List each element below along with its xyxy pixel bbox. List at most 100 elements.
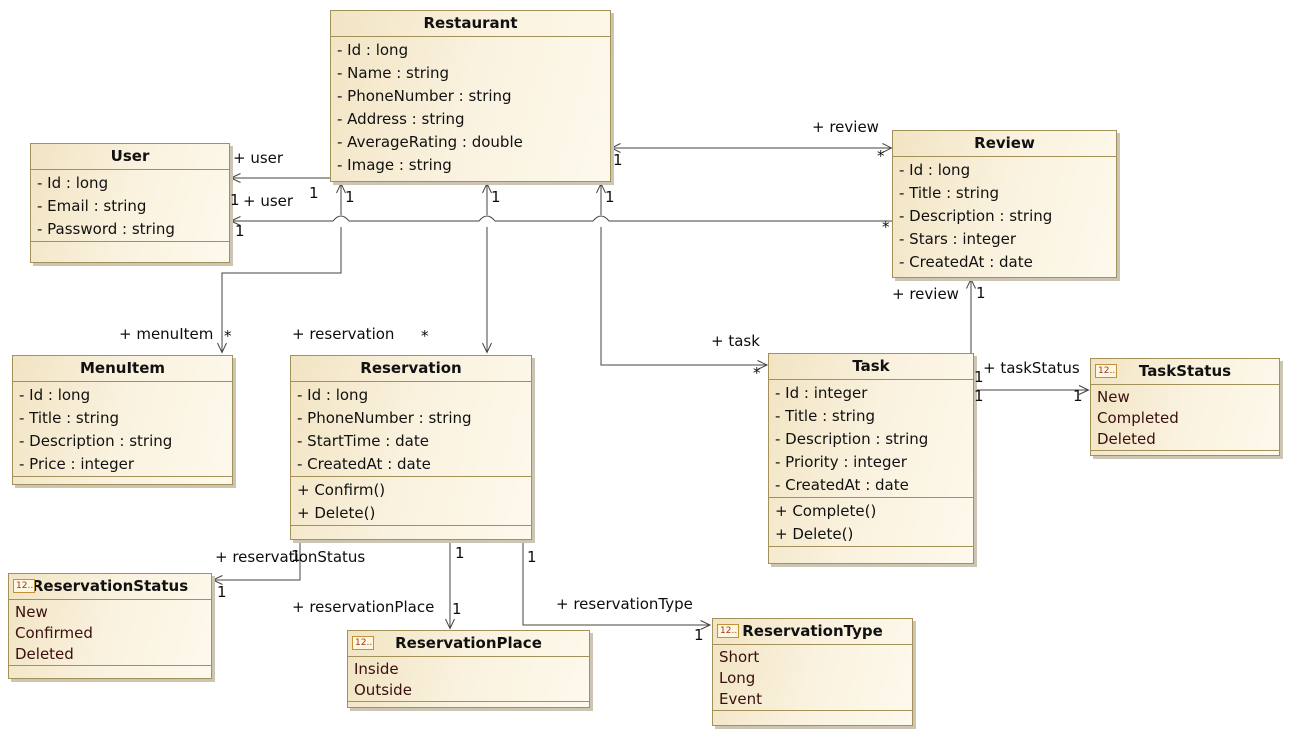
methods-compartment: + Confirm() + Delete() (291, 476, 531, 525)
attribute: - Id : long (337, 41, 409, 59)
multiplicity: 1 (1073, 387, 1083, 405)
enum-values-compartment: New Completed Deleted (1091, 384, 1279, 450)
association-reservation-reservationstatus[interactable] (211, 540, 301, 585)
class-reservation[interactable]: Reservation - Id : long - PhoneNumber : … (290, 355, 532, 540)
multiplicity: * (877, 147, 885, 165)
extra-compartment-empty (1091, 450, 1279, 455)
enum-name: TaskStatus (1138, 362, 1232, 380)
attribute: - Price : integer (19, 455, 135, 473)
association-restaurant-task[interactable] (596, 182, 769, 370)
attribute: - Id : integer (775, 384, 868, 402)
class-menuitem[interactable]: MenuItem - Id : long - Title : string - … (12, 355, 233, 485)
attribute: - Stars : integer (899, 230, 1017, 248)
association-restaurant-user[interactable] (229, 173, 330, 183)
role-label-reservation: + reservation (292, 325, 395, 343)
method: + Delete() (775, 525, 854, 543)
role-label-menuitem: + menuItem (119, 325, 214, 343)
methods-compartment: + Complete() + Delete() (769, 497, 973, 546)
multiplicity: * (882, 218, 890, 236)
enum-values-compartment: New Confirmed Deleted (9, 599, 211, 665)
attribute: - CreatedAt : date (297, 455, 431, 473)
class-title: Review (974, 134, 1035, 152)
extra-compartment-empty (769, 546, 973, 563)
enum-title: 12... TaskStatus (1091, 359, 1279, 384)
enum-value: Deleted (15, 645, 74, 663)
enum-name: ReservationPlace (395, 634, 542, 652)
multiplicity: * (421, 327, 429, 345)
role-label-review: + review (892, 285, 959, 303)
extra-compartment-empty (291, 525, 531, 539)
method: + Delete() (297, 504, 376, 522)
method: + Complete() (775, 502, 877, 520)
enum-value: Completed (1097, 409, 1179, 427)
attribute: - Name : string (337, 64, 450, 82)
multiplicity: 1 (974, 387, 984, 405)
role-label-reservationplace: + reservationPlace (292, 598, 435, 616)
attributes-compartment: - Id : long - Title : string - Descripti… (893, 156, 1116, 277)
attribute: - CreatedAt : date (899, 253, 1033, 271)
association-restaurant-review[interactable] (610, 143, 893, 153)
attribute: - PhoneNumber : string (297, 409, 472, 427)
attribute: - PhoneNumber : string (337, 87, 512, 105)
association-reservation-reservationplace[interactable] (445, 540, 455, 630)
multiplicity: 1 (694, 626, 704, 644)
enum-title: 12... ReservationPlace (348, 631, 589, 656)
attribute: - Title : string (775, 407, 875, 425)
multiplicity: 1 (230, 191, 240, 209)
multiplicity: 1 (455, 544, 465, 562)
attribute: - Password : string (37, 220, 175, 238)
enum-name: ReservationType (742, 622, 883, 640)
class-user[interactable]: User - Id : long - Email : string - Pass… (30, 143, 230, 263)
class-title: User (110, 147, 150, 165)
multiplicity: 1 (452, 600, 462, 618)
attribute: - Description : string (899, 207, 1053, 225)
class-review[interactable]: Review - Id : long - Title : string - De… (892, 130, 1117, 278)
multiplicity: 1 (235, 222, 245, 240)
enum-value: New (1097, 388, 1130, 406)
role-label-user: + user (233, 149, 284, 167)
enum-title: 12... ReservationStatus (9, 574, 211, 599)
methods-compartment-empty (31, 241, 229, 262)
attributes-compartment: - Id : long - PhoneNumber : string - Sta… (291, 381, 531, 476)
method: + Confirm() (297, 481, 386, 499)
association-review-user[interactable] (229, 215, 892, 226)
class-task[interactable]: Task - Id : integer - Title : string - D… (768, 353, 974, 564)
enum-value: Inside (354, 660, 399, 678)
attribute: - Image : string (337, 156, 452, 174)
enum-values-compartment: Inside Outside (348, 656, 589, 701)
class-restaurant[interactable]: Restaurant - Id : long - Name : string -… (330, 10, 611, 182)
class-title: Restaurant (423, 14, 518, 32)
association-task-review[interactable] (966, 277, 976, 353)
attribute: - AverageRating : double (337, 133, 523, 151)
enum-taskstatus[interactable]: 12... TaskStatus New Completed Deleted (1090, 358, 1280, 456)
enum-reservationtype[interactable]: 12... ReservationType Short Long Event (712, 618, 913, 726)
enum-values-compartment: Short Long Event (713, 644, 912, 710)
enumeration-icon: 12... (352, 636, 374, 650)
association-task-taskstatus[interactable] (974, 385, 1090, 395)
attribute: - Id : long (297, 386, 369, 404)
role-label-taskstatus: + taskStatus (983, 359, 1080, 377)
role-label-task: + task (711, 332, 760, 350)
association-reservation-reservationtype[interactable] (522, 540, 712, 630)
association-restaurant-reservation[interactable] (482, 182, 492, 354)
enum-reservationplace[interactable]: 12... ReservationPlace Inside Outside (347, 630, 590, 708)
enum-value: Long (719, 669, 756, 687)
enum-reservationstatus[interactable]: 12... ReservationStatus New Confirmed De… (8, 573, 212, 679)
extra-compartment-empty (348, 701, 589, 707)
attribute: - Priority : integer (775, 453, 907, 471)
attribute: - CreatedAt : date (775, 476, 909, 494)
attribute: - Id : long (899, 161, 971, 179)
attribute: - StartTime : date (297, 432, 429, 450)
class-title: Reservation (360, 359, 462, 377)
class-title: Task (852, 357, 890, 375)
enum-value: Outside (354, 681, 412, 699)
multiplicity: 1 (976, 284, 986, 302)
extra-compartment-empty (9, 665, 211, 678)
methods-compartment-empty (13, 476, 232, 484)
multiplicity: 1 (974, 368, 984, 386)
role-label-review: + review (812, 118, 879, 136)
attributes-compartment: - Id : integer - Title : string - Descri… (769, 379, 973, 497)
multiplicity: 1 (613, 151, 623, 169)
association-restaurant-menuitem[interactable] (217, 182, 346, 354)
